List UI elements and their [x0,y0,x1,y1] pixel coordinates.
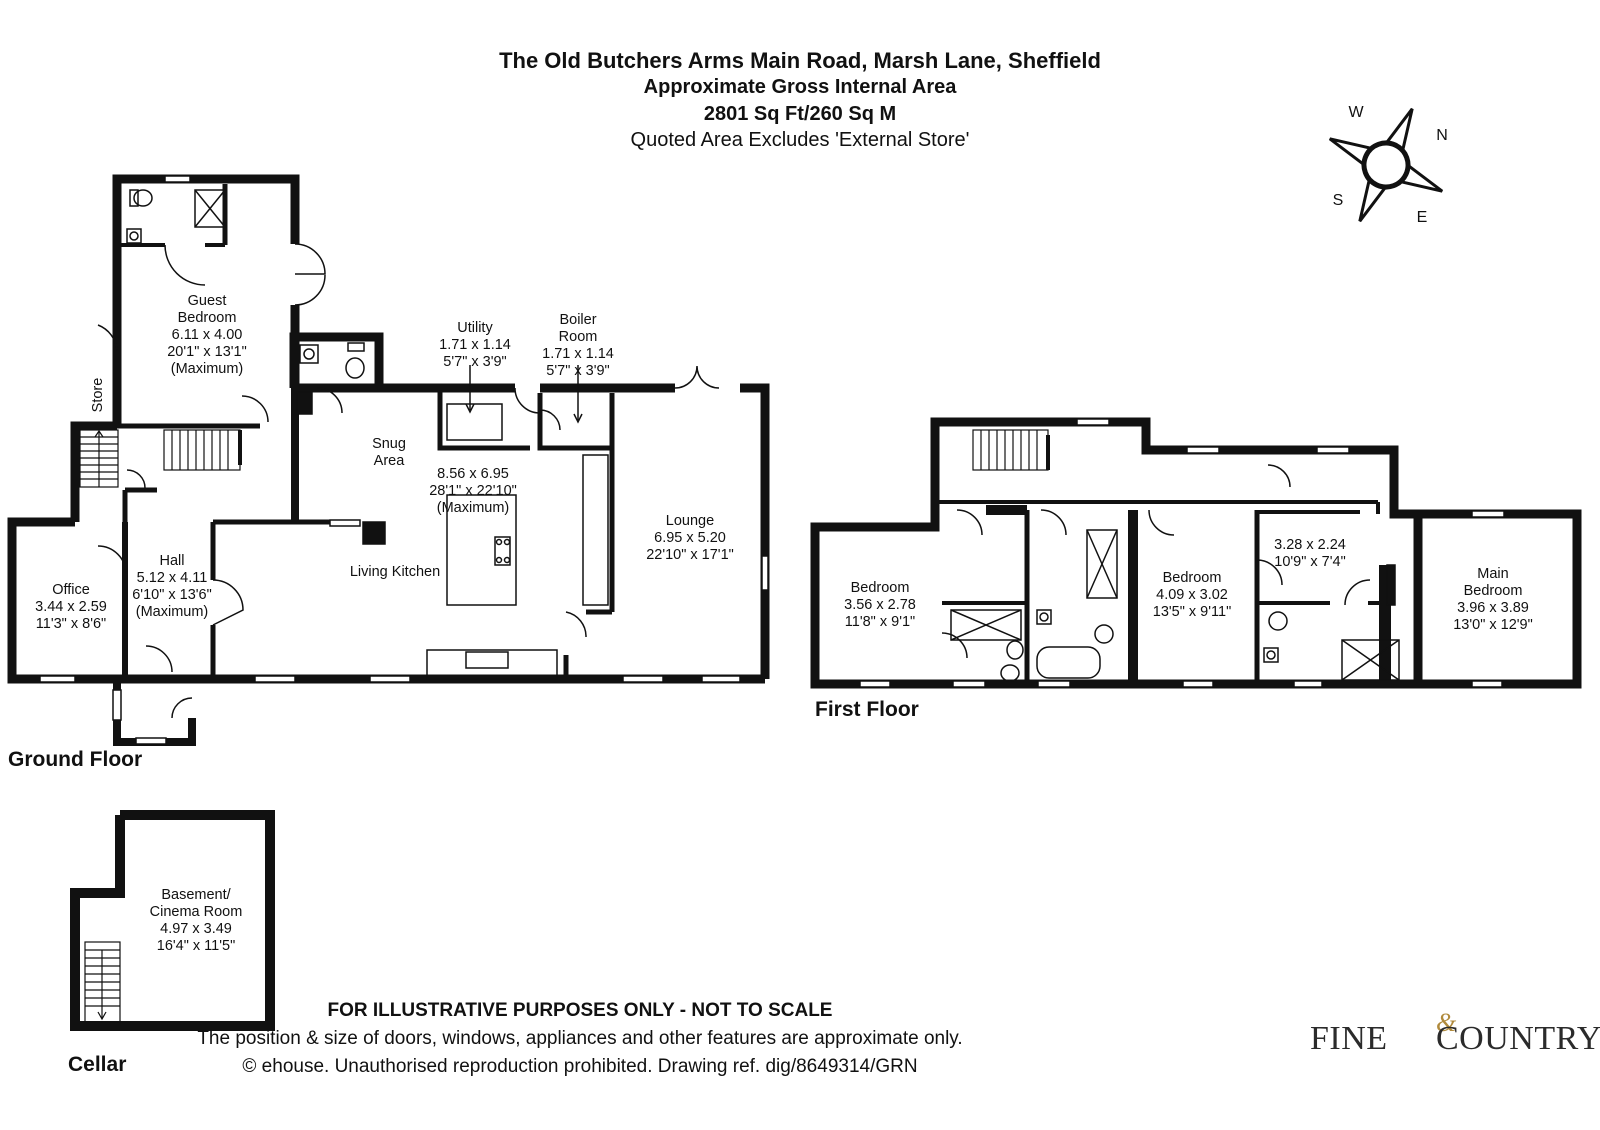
plan-area-note: Quoted Area Excludes 'External Store' [630,129,970,151]
svg-text:Snug: Snug [372,436,406,452]
svg-text:Office: Office [52,582,90,598]
svg-text:11'8" x 9'1": 11'8" x 9'1" [845,614,915,630]
svg-text:1.71 x 1.14: 1.71 x 1.14 [542,346,614,362]
ground-floor-label: Ground Floor [8,748,142,771]
svg-text:10'9" x 7'4": 10'9" x 7'4" [1274,554,1345,570]
disclaimer-heading: FOR ILLUSTRATIVE PURPOSES ONLY - NOT TO … [327,1000,833,1021]
plan-title: The Old Butchers Arms Main Road, Marsh L… [499,48,1101,73]
label-guest-bedroom: Guest Bedroom 6.11 x 4.00 20'1" x 13'1" … [167,293,247,377]
svg-text:Utility: Utility [457,320,493,336]
label-basement: Basement/ Cinema Room 4.97 x 3.49 16'4" … [150,887,243,954]
first-floor-fixtures [859,418,1505,688]
svg-text:6.95 x 5.20: 6.95 x 5.20 [654,530,726,546]
svg-text:28'1" x 22'10": 28'1" x 22'10" [429,483,517,499]
label-main-bedroom: Main Bedroom 3.96 x 3.89 13'0" x 12'9" [1453,566,1533,633]
compass-icon: W N S E [1328,104,1448,226]
svg-text:16'4" x 11'5": 16'4" x 11'5" [157,938,235,954]
label-bedroom-middle: Bedroom 4.09 x 3.02 13'5" x 9'11" [1153,570,1231,620]
disclaimer-line: The position & size of doors, windows, a… [197,1028,963,1049]
label-snug-area: Snug Area [372,436,406,469]
logo-ampersand: & [1436,1008,1457,1037]
svg-text:Bedroom: Bedroom [1464,583,1523,599]
svg-text:3.96 x 3.89: 3.96 x 3.89 [1457,600,1529,616]
svg-text:13'5" x 9'11": 13'5" x 9'11" [1153,604,1231,620]
svg-text:(Maximum): (Maximum) [437,500,510,516]
svg-text:(Maximum): (Maximum) [136,604,209,620]
first-floor-label: First Floor [815,698,919,721]
svg-text:5'7" x 3'9": 5'7" x 3'9" [443,354,506,370]
svg-text:3.28 x 2.24: 3.28 x 2.24 [1274,537,1346,553]
svg-text:5.12 x 4.11: 5.12 x 4.11 [137,570,208,586]
svg-text:3.56 x 2.78: 3.56 x 2.78 [844,597,916,613]
svg-text:Cinema Room: Cinema Room [150,904,243,920]
plan-area: 2801 Sq Ft/260 Sq M [703,103,897,125]
svg-text:8.56 x 6.95: 8.56 x 6.95 [437,466,509,482]
label-office: Office 3.44 x 2.59 11'3" x 8'6" [35,582,107,632]
label-living-kitchen: 8.56 x 6.95 28'1" x 22'10" (Maximum) Liv… [350,466,517,580]
cellar-walls [70,810,275,1031]
compass-n: N [1436,127,1448,144]
svg-text:Basement/: Basement/ [161,887,231,903]
svg-text:Bedroom: Bedroom [178,310,237,326]
svg-text:Guest: Guest [188,293,227,309]
compass-w: W [1348,104,1364,121]
svg-text:4.97 x 3.49: 4.97 x 3.49 [160,921,232,937]
svg-text:Area: Area [374,453,406,469]
label-bedroom-left: Bedroom 3.56 x 2.78 11'8" x 9'1" [844,580,916,630]
svg-text:22'10" x 17'1": 22'10" x 17'1" [646,547,734,563]
svg-text:Lounge: Lounge [666,513,714,529]
svg-text:Boiler: Boiler [559,312,596,328]
svg-text:Hall: Hall [160,553,185,569]
svg-text:11'3" x 8'6": 11'3" x 8'6" [36,616,106,632]
svg-text:6.11 x 4.00: 6.11 x 4.00 [172,327,243,343]
svg-text:20'1" x 13'1": 20'1" x 13'1" [167,344,247,360]
svg-text:4.09 x 3.02: 4.09 x 3.02 [1156,587,1228,603]
plan-subtitle: Approximate Gross Internal Area [643,76,957,98]
svg-text:Room: Room [559,329,598,345]
compass-e: E [1417,209,1428,226]
svg-text:(Maximum): (Maximum) [171,361,244,377]
svg-text:Main: Main [1477,566,1508,582]
label-boiler-room: Boiler Room 1.71 x 1.14 5'7" x 3'9" [542,312,614,379]
cellar-label: Cellar [68,1053,126,1076]
svg-text:5'7" x 3'9": 5'7" x 3'9" [546,363,609,379]
label-utility: Utility 1.71 x 1.14 5'7" x 3'9" [439,320,511,370]
svg-text:3.44 x 2.59: 3.44 x 2.59 [35,599,107,615]
logo-word-fine: FINE [1310,1020,1388,1057]
svg-text:1.71 x 1.14: 1.71 x 1.14 [439,337,511,353]
compass-s: S [1333,192,1344,209]
copyright-line: © ehouse. Unauthorised reproduction proh… [242,1056,918,1077]
fine-and-country-logo: FINE & COUNTRY [1310,1008,1600,1072]
label-small-room: 3.28 x 2.24 10'9" x 7'4" [1274,537,1346,570]
svg-text:6'10" x 13'6": 6'10" x 13'6" [132,587,212,603]
first-floor-walls [810,417,1582,689]
logo-word-country: COUNTRY [1436,1020,1600,1057]
label-hall: Hall 5.12 x 4.11 6'10" x 13'6" (Maximum) [132,553,212,620]
svg-text:Bedroom: Bedroom [851,580,910,596]
svg-text:Living Kitchen: Living Kitchen [350,564,440,580]
svg-text:Bedroom: Bedroom [1163,570,1222,586]
ground-floor-fixtures [39,175,769,745]
label-store: Store [90,378,106,413]
label-lounge: Lounge 6.95 x 5.20 22'10" x 17'1" [646,513,734,563]
svg-text:13'0" x 12'9": 13'0" x 12'9" [1453,617,1533,633]
